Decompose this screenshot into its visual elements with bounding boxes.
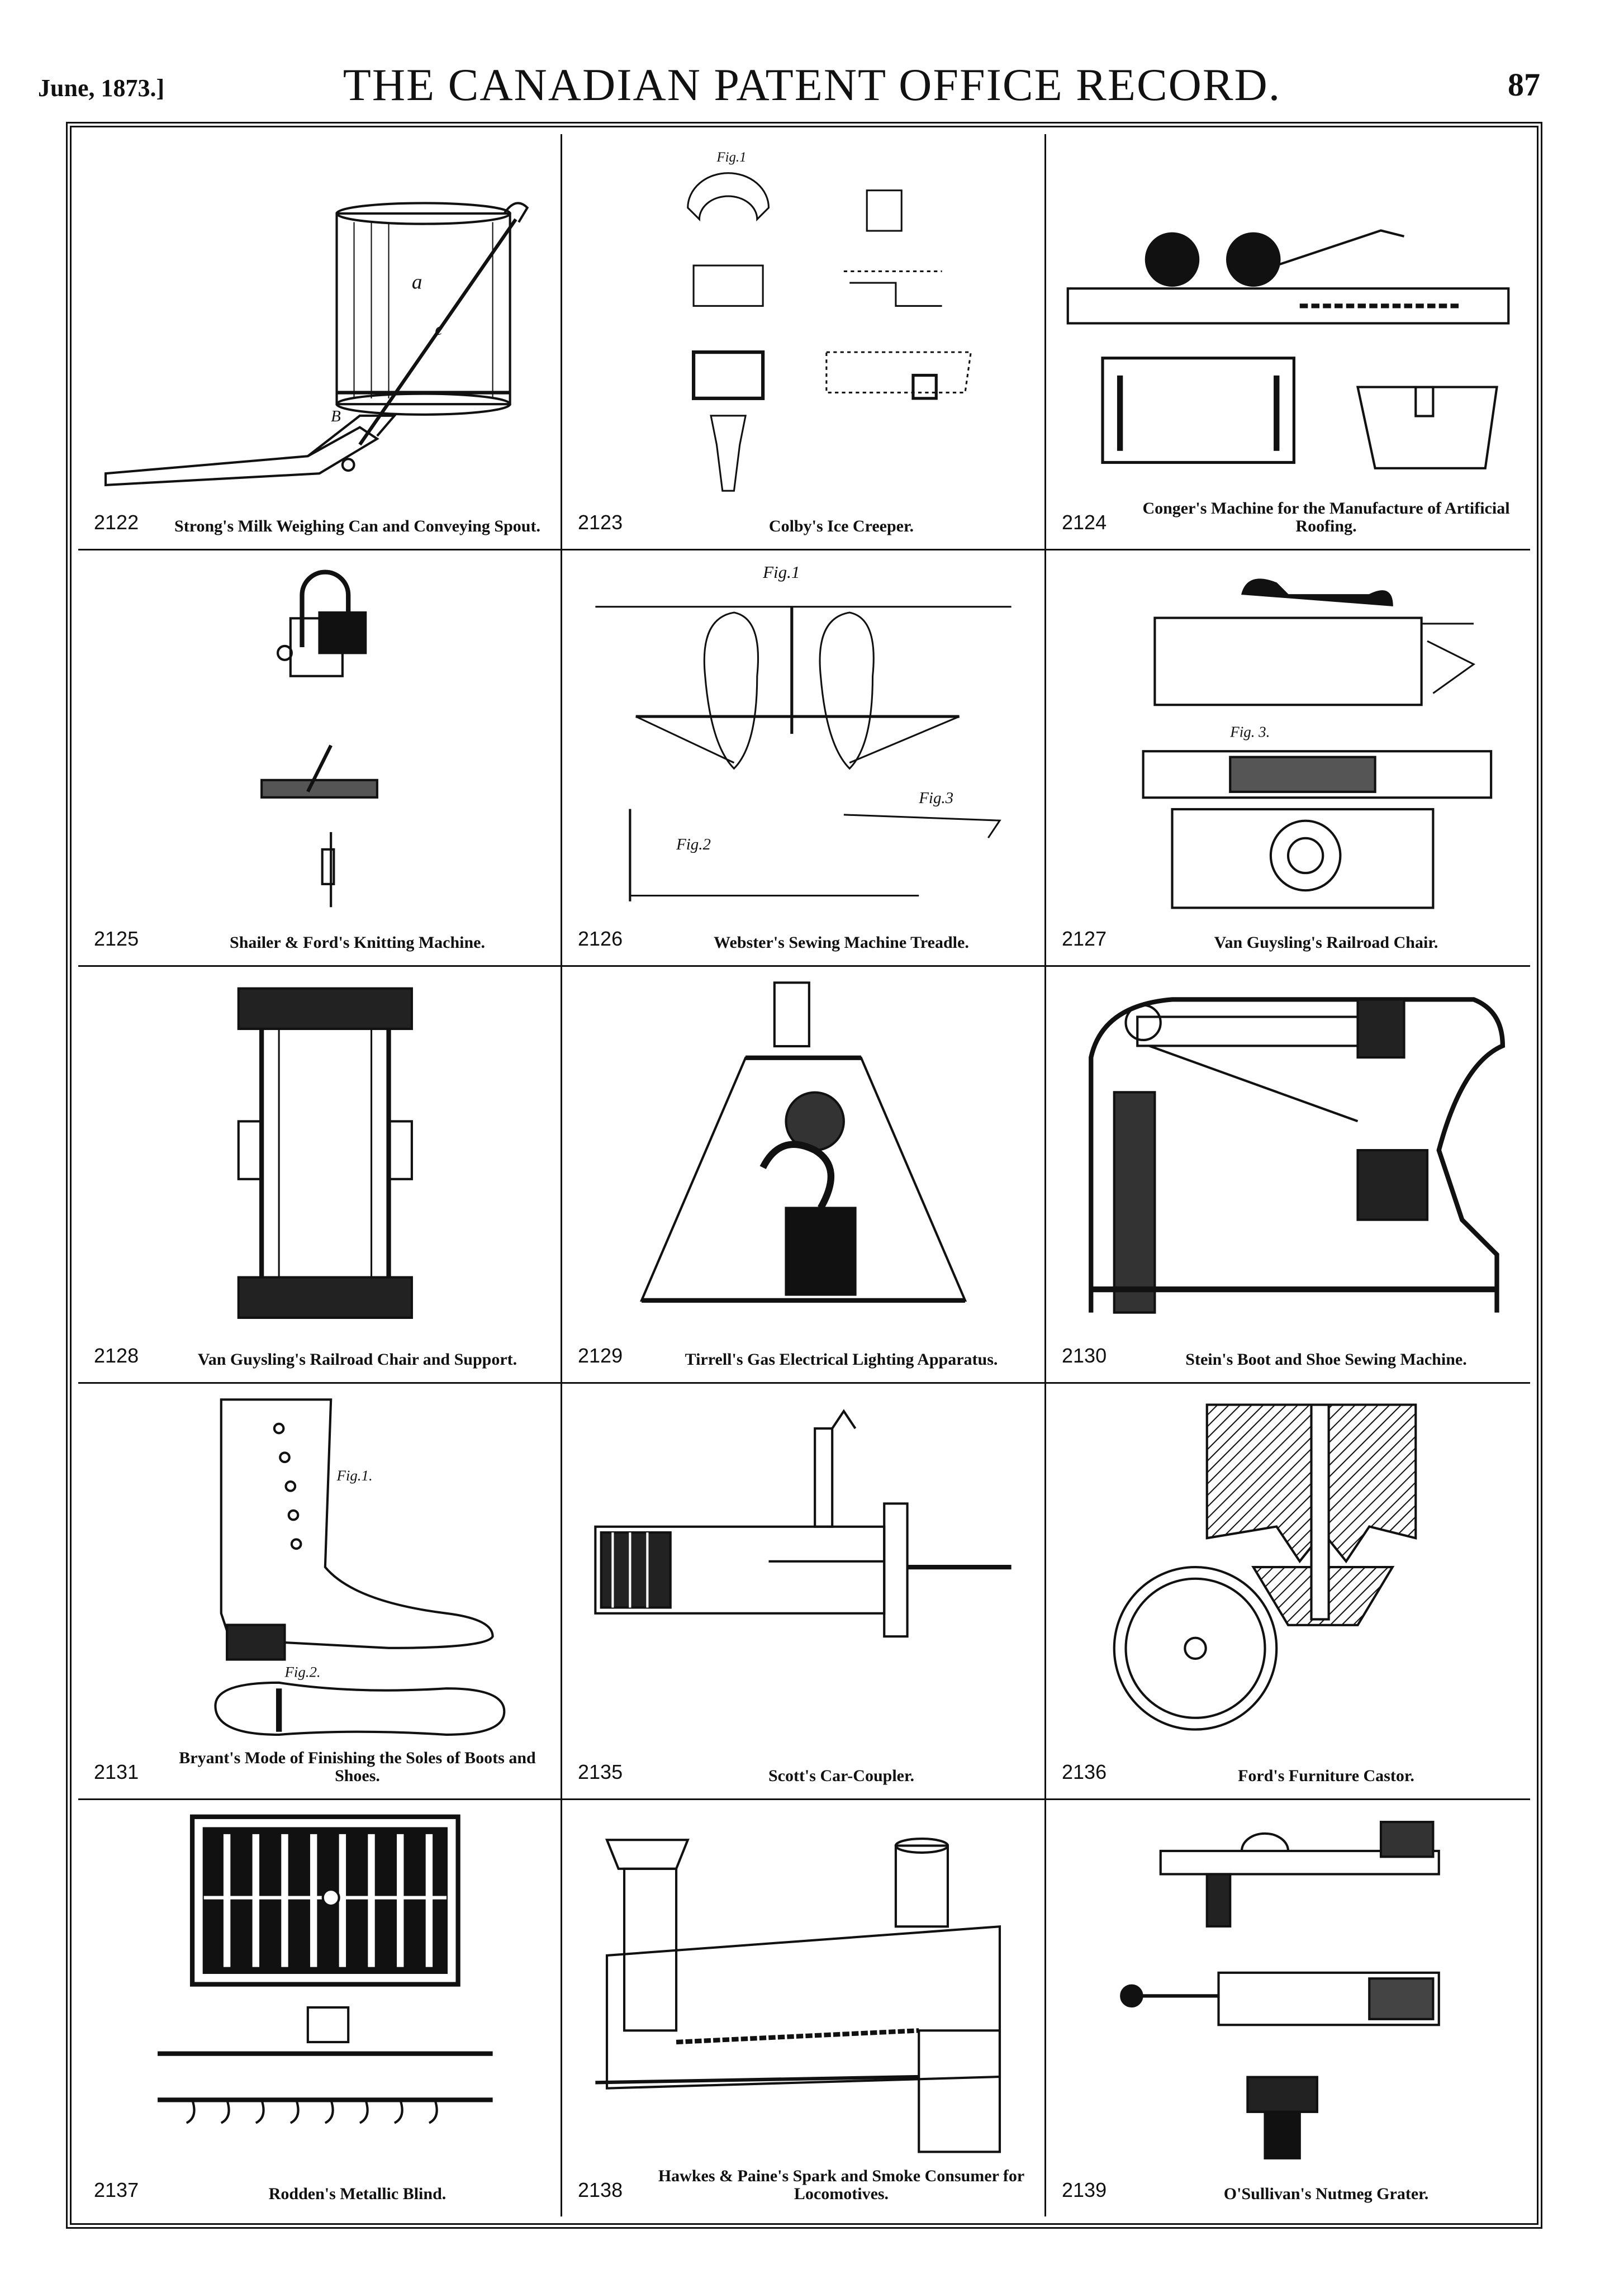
patent-cell-2127: Fig. 3. 2127 Van Guysling's Railroad Cha… — [1046, 550, 1530, 967]
caption: 2136 Ford's Furniture Castor. — [1046, 1744, 1530, 1788]
patent-title: Hawkes & Paine's Spark and Smoke Consume… — [658, 2167, 1025, 2203]
patent-title: O'Sullivan's Nutmeg Grater. — [1223, 2185, 1429, 2203]
fig-label: Fig.3 — [918, 789, 953, 807]
patent-cell-2131: Fig.1. Fig.2. 2131 Bryant's Mode of Fini… — [78, 1383, 562, 1800]
illustration-gas-lighting — [572, 975, 1034, 1326]
patent-cell-2122: a c B 2122 Strong's Milk Weighing Can an… — [78, 134, 562, 551]
patent-number: 2126 — [578, 927, 623, 951]
journal-title: THE CANADIAN PATENT OFFICE RECORD. — [343, 59, 1281, 110]
svg-text:B: B — [331, 407, 341, 425]
illustration-railroad-support — [88, 975, 550, 1326]
fig-label: Fig. 3. — [1229, 723, 1270, 740]
patent-number: 2124 — [1062, 511, 1107, 534]
fig-label: Fig.1 — [762, 562, 800, 582]
illustration-sewing-treadle: Fig.1 Fig.2 Fig.3 — [572, 558, 1034, 909]
caption: 2129 Tirrell's Gas Electrical Lighting A… — [562, 1327, 1044, 1372]
caption: 2139 O'Sullivan's Nutmeg Grater. — [1046, 2162, 1530, 2206]
caption: 2131 Bryant's Mode of Finishing the Sole… — [78, 1744, 561, 1788]
plate-frame: a c B 2122 Strong's Milk Weighing Can an… — [66, 122, 1542, 2229]
patent-title: Van Guysling's Railroad Chair. — [1214, 933, 1438, 952]
patent-number: 2138 — [578, 2178, 623, 2201]
patent-title: Shailer & Ford's Knitting Machine. — [230, 933, 485, 952]
illustration-knitting-machine — [88, 558, 550, 909]
patent-title: Rodden's Metallic Blind. — [268, 2185, 447, 2203]
patent-title: Scott's Car-Coupler. — [768, 1766, 915, 1785]
patent-number: 2139 — [1062, 2178, 1107, 2201]
issue-date: June, 1873.] — [38, 74, 165, 102]
caption: 2122 Strong's Milk Weighing Can and Conv… — [78, 494, 561, 539]
svg-text:c: c — [435, 319, 443, 339]
illustration-nutmeg-grater — [1056, 1808, 1520, 2161]
patent-number: 2129 — [578, 1344, 623, 1367]
patent-cell-2130: 2130 Stein's Boot and Shoe Sewing Machin… — [1046, 967, 1530, 1384]
patent-cell-2137: 2137 Rodden's Metallic Blind. — [78, 1800, 562, 2216]
patent-title: Van Guysling's Railroad Chair and Suppor… — [197, 1350, 517, 1369]
illustration-metallic-blind — [88, 1808, 550, 2161]
patent-number: 2137 — [94, 2178, 139, 2201]
patent-cell-2123: Fig.1 2123 Colby's Ice Creeper. — [562, 134, 1046, 551]
fig-label: Fig.1. — [336, 1467, 373, 1484]
patent-cell-2139: 2139 O'Sullivan's Nutmeg Grater. — [1046, 1800, 1530, 2216]
caption: 2126 Webster's Sewing Machine Treadle. — [562, 910, 1044, 955]
patent-title: Tirrell's Gas Electrical Lighting Appara… — [685, 1350, 998, 1369]
patent-cell-2138: 2138 Hawkes & Paine's Spark and Smoke Co… — [562, 1800, 1046, 2216]
illustration-ice-creeper: Fig.1 — [572, 142, 1034, 493]
patent-cell-2125: 2125 Shailer & Ford's Knitting Machine. — [78, 550, 562, 967]
patent-title: Strong's Milk Weighing Can and Conveying… — [174, 517, 540, 536]
fig-label: Fig.2 — [676, 836, 711, 853]
illustration-spark-consumer — [572, 1808, 1034, 2161]
caption: 2125 Shailer & Ford's Knitting Machine. — [78, 910, 561, 955]
illustration-furniture-castor — [1056, 1392, 1520, 1743]
caption: 2138 Hawkes & Paine's Spark and Smoke Co… — [562, 2162, 1044, 2206]
caption: 2137 Rodden's Metallic Blind. — [78, 2162, 561, 2206]
patent-cell-2129: 2129 Tirrell's Gas Electrical Lighting A… — [562, 967, 1046, 1384]
patent-number: 2131 — [94, 1760, 139, 1783]
page-header: June, 1873.] THE CANADIAN PATENT OFFICE … — [0, 0, 1624, 129]
patent-cell-2126: Fig.1 Fig.2 Fig.3 2126 Webster's Sewing … — [562, 550, 1046, 967]
patent-number: 2127 — [1062, 927, 1107, 951]
patent-title: Ford's Furniture Castor. — [1238, 1766, 1414, 1785]
patent-grid: a c B 2122 Strong's Milk Weighing Can an… — [78, 134, 1530, 2216]
patent-title: Stein's Boot and Shoe Sewing Machine. — [1185, 1350, 1467, 1369]
patent-title: Conger's Machine for the Manufacture of … — [1142, 499, 1510, 536]
patent-number: 2123 — [578, 511, 623, 534]
patent-number: 2136 — [1062, 1760, 1107, 1783]
caption: 2130 Stein's Boot and Shoe Sewing Machin… — [1046, 1327, 1530, 1372]
patent-title: Webster's Sewing Machine Treadle. — [714, 933, 969, 952]
patent-cell-2124: 2124 Conger's Machine for the Manufactur… — [1046, 134, 1530, 551]
illustration-roofing-machine — [1056, 142, 1520, 493]
caption: 2127 Van Guysling's Railroad Chair. — [1046, 910, 1530, 955]
caption: 2135 Scott's Car-Coupler. — [562, 1744, 1044, 1788]
illustration-boot-sole: Fig.1. Fig.2. — [88, 1392, 550, 1743]
fig-label: Fig.2. — [284, 1663, 320, 1680]
illustration-car-coupler — [572, 1392, 1034, 1743]
illustration-railroad-chair: Fig. 3. — [1056, 558, 1520, 909]
patent-number: 2135 — [578, 1760, 623, 1783]
caption: 2123 Colby's Ice Creeper. — [562, 494, 1044, 539]
patent-number: 2130 — [1062, 1344, 1107, 1367]
caption: 2124 Conger's Machine for the Manufactur… — [1046, 494, 1530, 539]
patent-number: 2122 — [94, 511, 139, 534]
patent-title: Bryant's Mode of Finishing the Soles of … — [179, 1748, 536, 1785]
fig-label: Fig.1 — [716, 150, 746, 165]
page-number: 87 — [1508, 67, 1540, 103]
svg-text:a: a — [412, 270, 422, 293]
patent-cell-2128: 2128 Van Guysling's Railroad Chair and S… — [78, 967, 562, 1384]
caption: 2128 Van Guysling's Railroad Chair and S… — [78, 1327, 561, 1372]
patent-number: 2128 — [94, 1344, 139, 1367]
illustration-boot-sewing-machine — [1056, 975, 1520, 1326]
patent-cell-2136: 2136 Ford's Furniture Castor. — [1046, 1384, 1530, 1800]
illustration-milk-can: a c B — [88, 142, 550, 493]
patent-number: 2125 — [94, 927, 139, 951]
patent-title: Colby's Ice Creeper. — [768, 517, 914, 536]
patent-cell-2135: 2135 Scott's Car-Coupler. — [562, 1383, 1046, 1800]
